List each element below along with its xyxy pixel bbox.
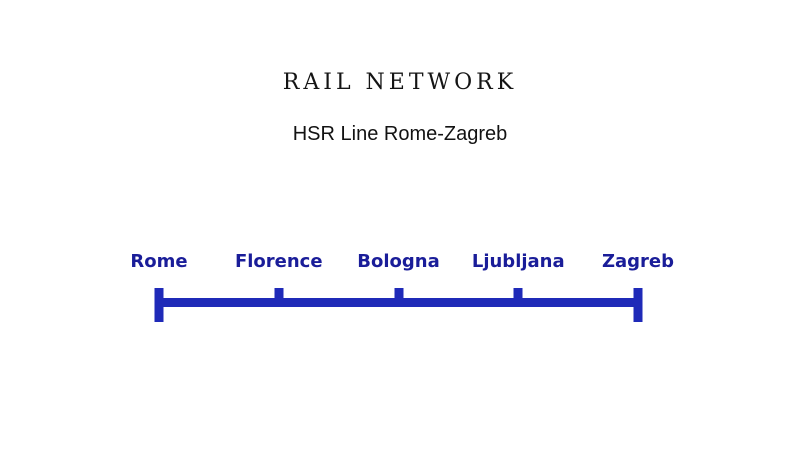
rail-line-diagram: Rome Florence Bologna Ljubljana Zagreb: [130, 251, 674, 327]
station-label: Ljubljana: [471, 251, 565, 272]
station-tick: [274, 288, 284, 307]
figure-subtitle: HSR Line Rome-Zagreb: [292, 123, 508, 145]
figure-title: RAIL NETWORK: [282, 70, 518, 95]
station-label: Florence: [234, 251, 323, 272]
station-tick: [394, 288, 403, 307]
station-tick: [513, 288, 523, 307]
terminus-tick: [154, 288, 164, 322]
station-label: Bologna: [357, 251, 440, 272]
terminus-tick: [633, 288, 643, 322]
station-label: Zagreb: [601, 251, 675, 272]
station-label: Rome: [130, 251, 188, 272]
